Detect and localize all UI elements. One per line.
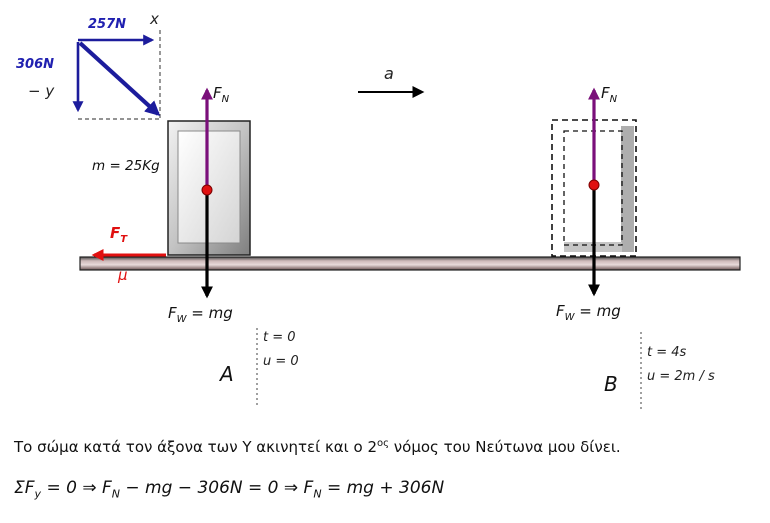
applied-force-decomposition [72,30,161,120]
acceleration-label: a [384,64,394,83]
velocity-label-b: u = 2m / s [647,369,715,384]
time-label-a: t = 0 [263,330,296,345]
friction-force-label: FT [110,224,128,245]
ground-surface [79,256,741,271]
weight-label-b: FW = mg [556,302,621,323]
newton-second-law-equation: ΣFy = 0 ⇒ FN − mg − 306N = 0 ⇒ FN = mg +… [14,478,445,501]
ordinal-superscript: ος [377,438,390,449]
normal-force-label-b: FN [601,84,618,105]
forces-block-a [91,87,213,299]
time-label-b: t = 4s [647,345,687,360]
center-of-mass-dot-b [588,179,600,191]
resultant-force-arrow [78,41,161,117]
position-a-letter: A [220,362,234,386]
friction-coefficient-label: μ [118,266,128,284]
position-b-letter: B [604,372,618,396]
center-of-mass-dot-a [201,184,213,196]
forces-block-b [588,87,600,297]
implies-symbol: ⇒ [283,478,299,498]
normal-force-label-a: FN [213,84,230,105]
mass-label: m = 25Kg [92,158,160,174]
force-y-label: 306N [16,57,55,72]
explanation-text: Το σώμα κατά τον άξονα των Υ ακινητεί κα… [14,438,621,456]
force-x-label: 257N [88,17,127,32]
y-axis-label: − y [28,82,55,100]
implies-symbol: ⇒ [82,478,97,498]
diagram-canvas [72,30,741,412]
x-axis-label: x [150,10,159,28]
velocity-label-a: u = 0 [263,354,299,369]
weight-label-a: FW = mg [168,304,233,325]
